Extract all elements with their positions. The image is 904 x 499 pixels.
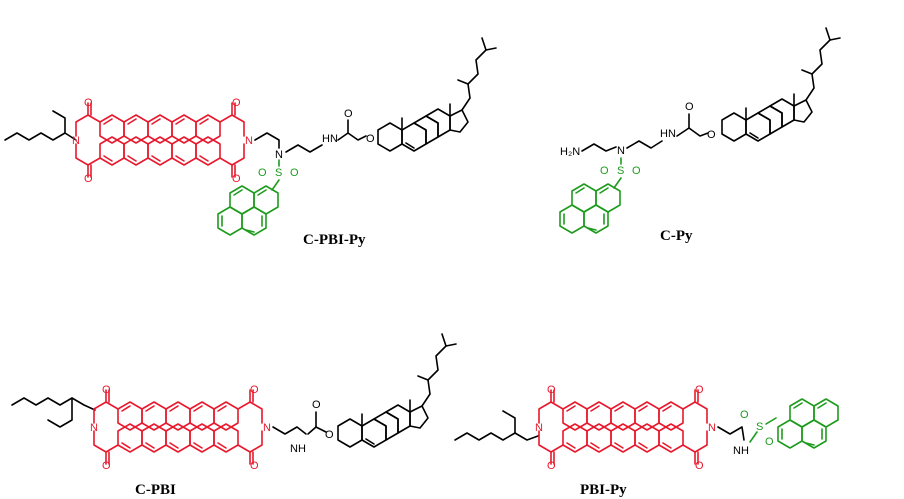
svg-text:NH: NH [290,443,306,455]
svg-text:O: O [695,384,704,396]
svg-text:O: O [344,108,353,120]
svg-text:O: O [232,97,241,109]
svg-text:O: O [740,409,749,421]
svg-text:O: O [695,460,704,472]
svg-text:O: O [250,384,259,396]
svg-text:O: O [325,429,334,441]
svg-text:O: O [547,460,556,472]
svg-text:O: O [102,460,111,472]
label-c-pbi-py: C-PBI-Py [303,232,366,248]
molecule-c-pbi: N N O O O O NH O O C-PBI [11,333,457,498]
svg-text:O: O [547,384,556,396]
svg-text:O: O [312,399,321,411]
svg-text:HN: HN [322,133,338,145]
svg-text:N: N [263,422,271,434]
svg-text:N: N [708,422,716,434]
svg-text:O: O [250,460,259,472]
svg-text:HN: HN [660,128,676,140]
svg-text:O: O [600,165,609,177]
label-c-pbi: C-PBI [135,482,176,498]
svg-text:O: O [765,436,774,448]
svg-text:N: N [245,135,253,147]
svg-text:O: O [290,167,299,179]
svg-text:O: O [707,129,716,141]
svg-text:O: O [232,173,241,185]
svg-text:O: O [258,167,267,179]
svg-text:N: N [535,422,543,434]
svg-text:NH: NH [733,445,749,457]
svg-text:N: N [90,422,98,434]
svg-text:N: N [275,149,283,161]
svg-text:N: N [617,145,625,157]
label-c-py: C-Py [660,228,693,244]
svg-text:O: O [685,101,694,113]
svg-text:N: N [72,135,80,147]
svg-text:O: O [84,97,93,109]
svg-text:S: S [756,421,763,433]
molecule-c-pbi-py: N N O O O O N HN O O S O O C-PBI-Py [4,37,497,248]
molecule-pbi-py: N N O O O O NH S O O PBI-Py [454,384,839,498]
svg-text:O: O [366,133,375,145]
svg-text:O: O [632,165,641,177]
svg-text:O: O [84,173,93,185]
label-pbi-py: PBI-Py [580,482,627,498]
svg-text:S: S [275,167,282,179]
svg-text:S: S [617,165,624,177]
svg-text:O: O [102,384,111,396]
svg-text:H₂N: H₂N [560,146,580,158]
molecule-c-py: H₂N N HN O O S O O C-Py [559,27,841,244]
